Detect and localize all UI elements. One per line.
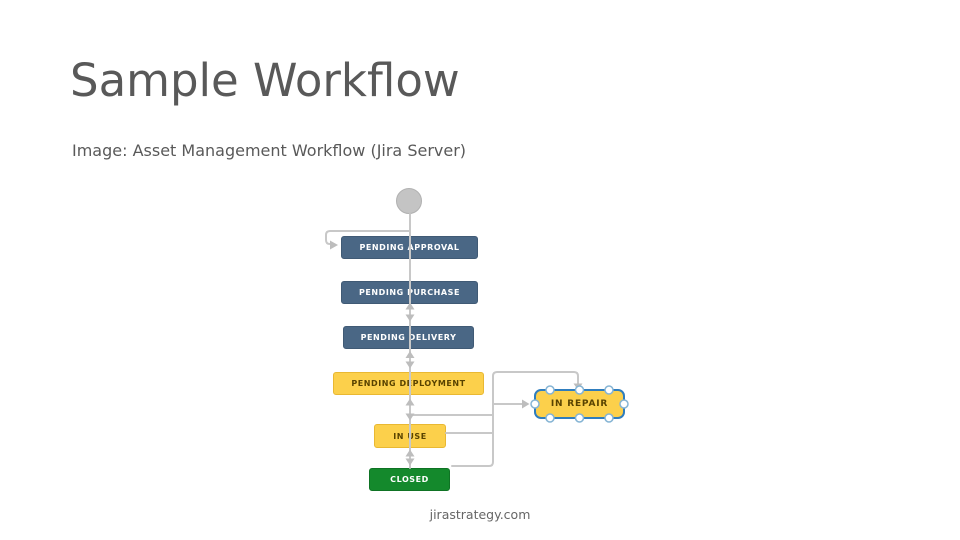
down-arrowhead xyxy=(405,314,415,322)
footer-url: jirastrategy.com xyxy=(429,507,531,522)
workflow-node-pending-approval[interactable]: PENDING APPROVAL xyxy=(341,236,478,259)
workflow-node-in-repair-selected[interactable]: IN REPAIR xyxy=(534,389,625,419)
workflow-node-pending-purchase[interactable]: PENDING PURCHASE xyxy=(341,281,478,304)
up-arrowhead xyxy=(405,449,415,457)
down-arrowhead xyxy=(405,413,415,421)
workflow-node-pending-deployment[interactable]: PENDING DEPLOYMENT xyxy=(333,372,484,395)
arrowhead-into-approval xyxy=(330,240,338,250)
arrowheads xyxy=(330,240,583,466)
workflow-start-node[interactable] xyxy=(396,188,422,214)
up-arrowhead xyxy=(405,398,415,406)
workflow-node-pending-delivery[interactable]: PENDING DELIVERY xyxy=(343,326,474,349)
page-title: Sample Workflow xyxy=(70,54,460,107)
workflow-node-in-use[interactable]: IN USE xyxy=(374,424,446,448)
up-arrowhead xyxy=(405,351,415,358)
down-arrowhead xyxy=(405,361,415,369)
image-caption: Image: Asset Management Workflow (Jira S… xyxy=(72,141,467,160)
workflow-node-closed[interactable]: CLOSED xyxy=(369,468,450,491)
down-arrowhead xyxy=(405,458,415,466)
arrowhead-into-repair-left xyxy=(522,399,530,409)
